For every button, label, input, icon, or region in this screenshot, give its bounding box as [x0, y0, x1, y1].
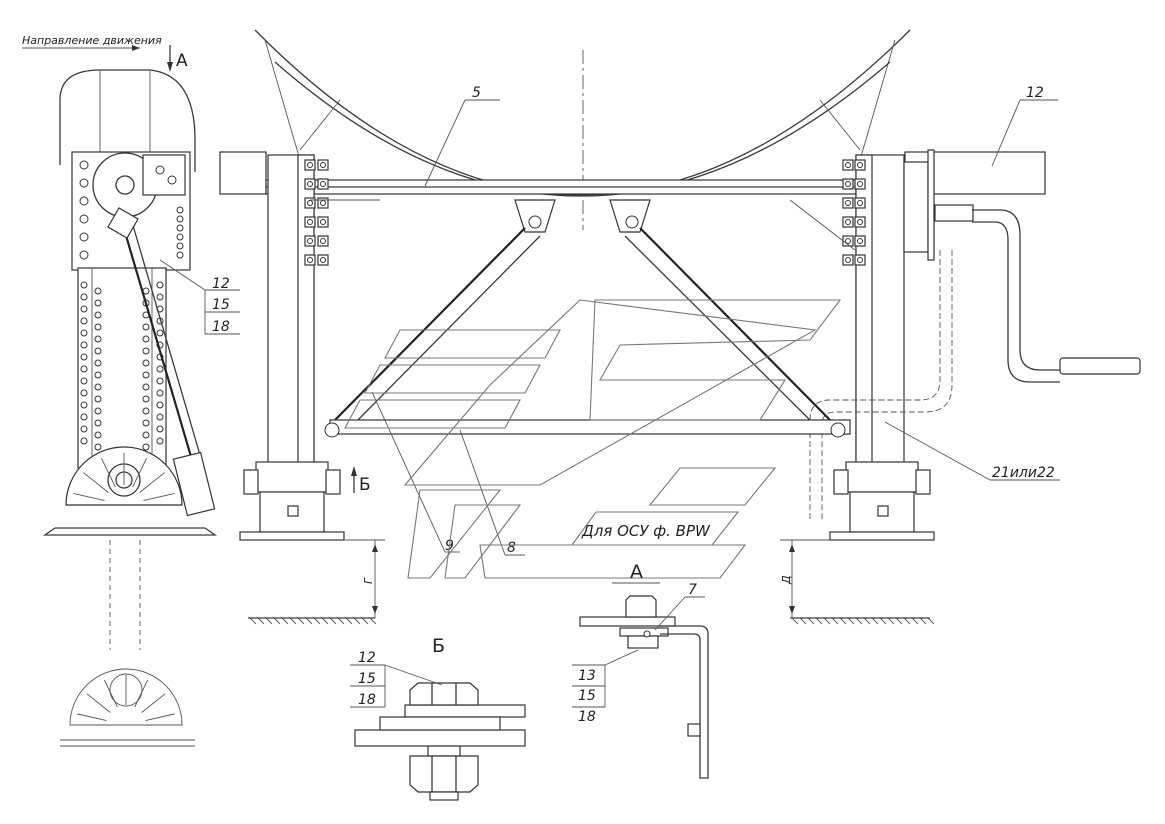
bpw-note: Для ОСУ ф. BPW [581, 522, 711, 540]
side-callout-2: 15 [212, 297, 230, 313]
callout-5: 5 [472, 85, 481, 101]
view-a-callout-1: 13 [578, 668, 596, 684]
front-view: Г Д Б 5 12 21или22 9 8 Для ОСУ ф. BPW [219, 29, 1141, 625]
callout-7: 7 [688, 582, 697, 598]
view-b-callout-1: 12 [358, 650, 376, 666]
view-a-callout-3: 18 [578, 709, 596, 725]
side-callout-3: 18 [212, 319, 230, 335]
dim-d-label: Д [780, 575, 793, 585]
view-b-callout-2: 15 [358, 671, 376, 687]
view-a-callout-2: 15 [578, 688, 596, 704]
side-callout-1: 12 [212, 276, 230, 292]
view-a-arrow-label: А [176, 51, 188, 71]
view-b-arrow-label: Б [359, 475, 371, 495]
view-b: Б 12 15 18 [350, 635, 526, 801]
watermark-logo [344, 299, 842, 579]
callout-8: 8 [507, 540, 516, 556]
view-a-title: А [630, 561, 643, 583]
view-b-callout-3: 18 [358, 692, 376, 708]
callout-12-right: 12 [1026, 85, 1044, 101]
side-view: Направление движения А [22, 34, 240, 747]
callout-21-22: 21или22 [992, 465, 1055, 481]
view-b-title: Б [432, 635, 445, 657]
view-a: А 7 13 15 18 [572, 561, 709, 779]
direction-label: Направление движения [22, 34, 162, 47]
dim-g-label: Г [362, 577, 375, 584]
